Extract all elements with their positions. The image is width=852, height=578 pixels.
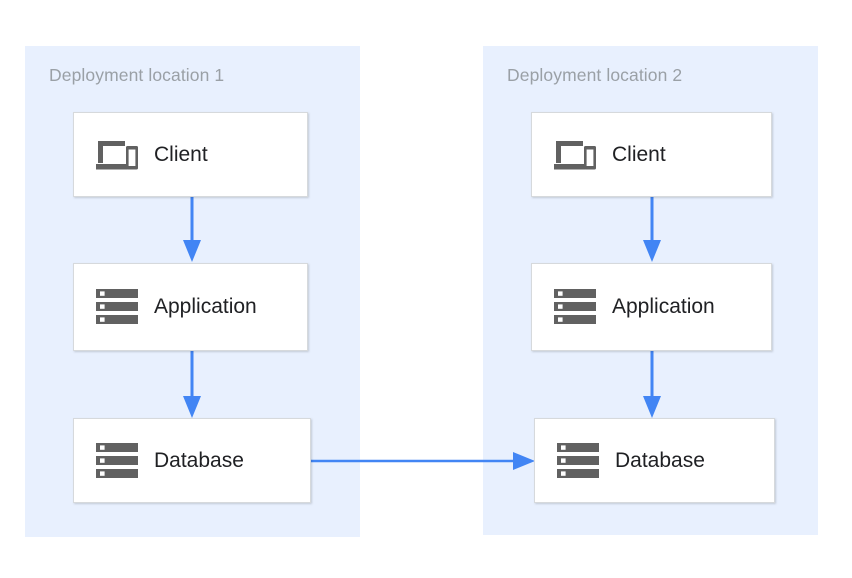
- devices-icon: [552, 135, 598, 175]
- zone-1-title: Deployment location 1: [49, 65, 225, 85]
- node-application-2-label: Application: [612, 295, 715, 318]
- node-database-1[interactable]: Database: [73, 418, 311, 503]
- server-rack-icon: [552, 287, 598, 327]
- server-rack-icon: [94, 287, 140, 327]
- node-database-2-label: Database: [615, 448, 705, 472]
- devices-icon: [94, 135, 140, 175]
- node-database-2[interactable]: Database: [534, 418, 775, 503]
- node-database-1-label: Database: [154, 448, 244, 472]
- node-application-1-label: Application: [154, 295, 257, 318]
- zone-2-title: Deployment location 2: [507, 65, 683, 85]
- node-client-1[interactable]: Client: [73, 112, 308, 197]
- node-application-1[interactable]: Application: [73, 263, 308, 351]
- server-rack-icon: [94, 441, 140, 481]
- server-rack-icon: [555, 441, 601, 481]
- node-client-1-label: Client: [154, 142, 208, 166]
- node-client-2[interactable]: Client: [531, 112, 772, 197]
- node-client-2-label: Client: [612, 142, 666, 166]
- node-application-2[interactable]: Application: [531, 263, 772, 351]
